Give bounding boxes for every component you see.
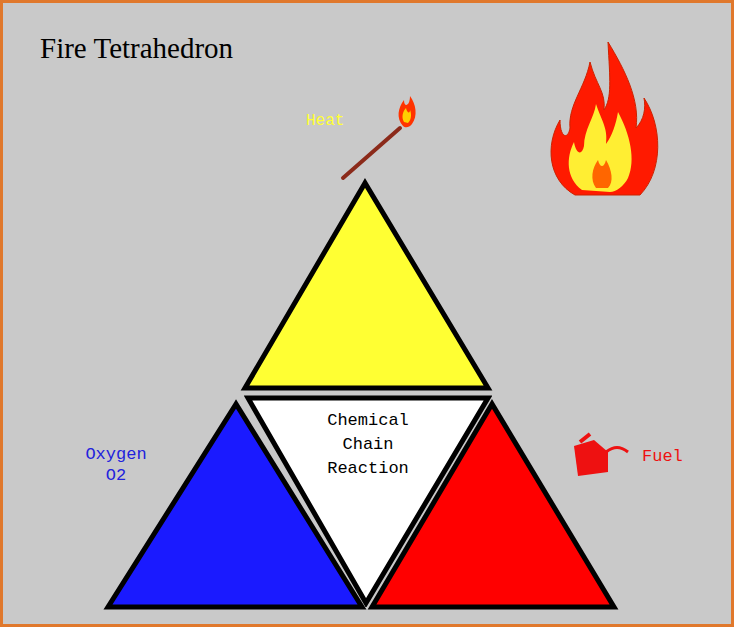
triangle-shape <box>248 398 488 603</box>
oxygen-label: Oxygen O2 <box>78 444 154 487</box>
heat-triangle <box>245 183 488 388</box>
match-icon <box>343 96 416 178</box>
diagram-title: Fire Tetrahedron <box>40 32 233 65</box>
flame-icon <box>551 42 658 195</box>
fuel-label: Fuel <box>642 447 683 466</box>
heat-label: Heat <box>306 112 344 130</box>
node-text: Chemical Chain Reaction <box>316 409 420 480</box>
chain-reaction-triangle: Chemical Chain Reaction <box>244 395 492 607</box>
fuel-can-icon <box>574 434 628 476</box>
